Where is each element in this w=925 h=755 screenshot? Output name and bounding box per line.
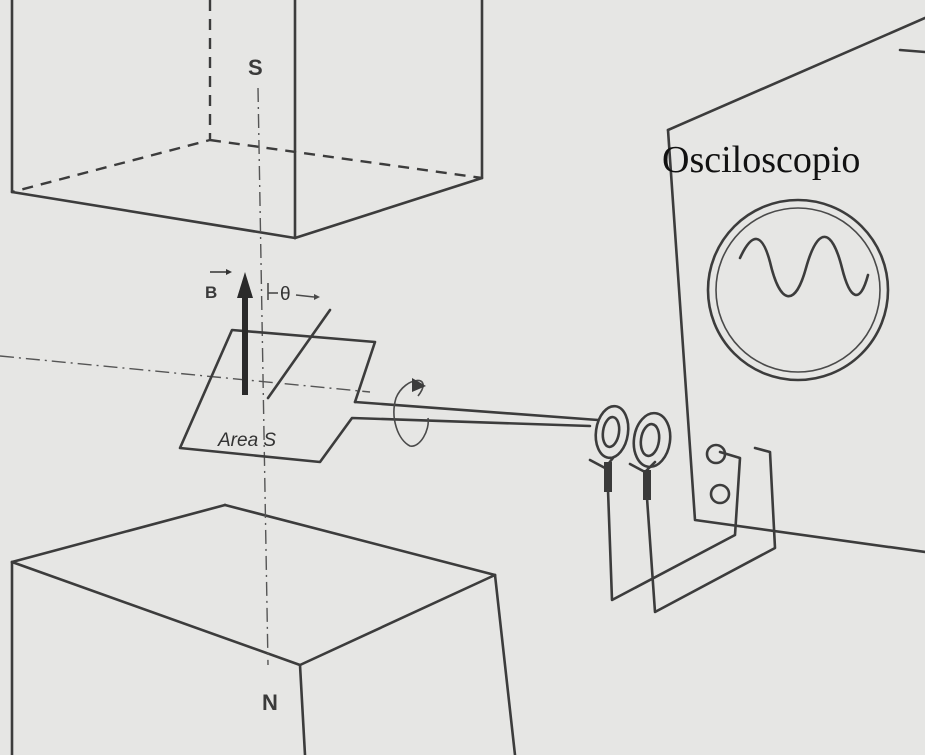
rotation-axis [0, 355, 371, 393]
oscilloscope-screen [706, 198, 890, 382]
brushes [604, 462, 651, 500]
north-magnet [10, 503, 517, 755]
south-pole-label: S [248, 55, 263, 80]
input-terminal-upper [705, 443, 727, 465]
input-terminal-lower [709, 483, 731, 505]
field-vector-label: B [205, 283, 217, 302]
angle-label: θ [280, 284, 291, 305]
magnetic-field-vector [210, 269, 253, 395]
slip-rings [588, 404, 672, 474]
oscilloscope [666, 16, 925, 554]
south-magnet [10, 0, 484, 240]
connecting-wires [606, 446, 777, 614]
vertical-axis [257, 87, 269, 666]
oscilloscope-label: Osciloscopio [662, 139, 860, 181]
wire-loop [178, 308, 600, 464]
angle-marker [267, 283, 320, 300]
area-label: Area S [217, 430, 276, 451]
north-pole-label: N [262, 690, 278, 715]
rotation-arrow [393, 378, 430, 447]
sine-wave [738, 235, 870, 298]
